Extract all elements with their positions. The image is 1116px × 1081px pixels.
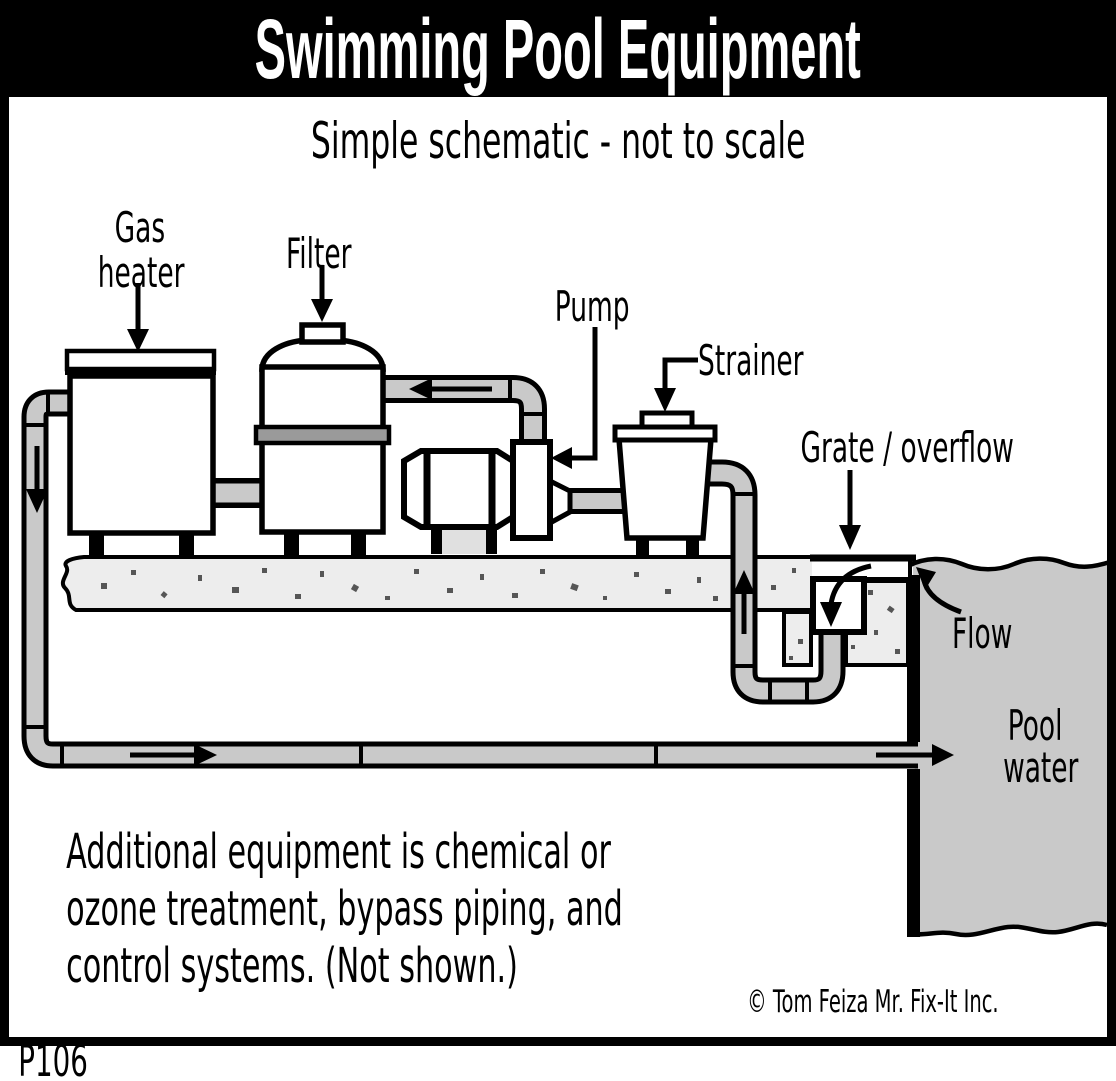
arrow-outlet-to-pool xyxy=(932,744,954,766)
arrow-skimmer-curve xyxy=(828,563,872,605)
pool-wall-lower xyxy=(907,769,920,937)
deck-slab xyxy=(60,555,912,667)
leader-pump xyxy=(551,447,572,469)
label-gas-heater-line2: heater xyxy=(98,249,185,298)
filter-cap xyxy=(299,322,346,345)
pool-water-fill xyxy=(913,558,1107,936)
heater-body xyxy=(67,373,216,536)
leader-grate xyxy=(839,525,861,550)
page-title-text: Swimming Pool Equipment xyxy=(255,3,861,97)
label-strainer: Strainer xyxy=(698,337,804,386)
subtitle: Simple schematic - not to scale xyxy=(311,111,806,170)
frame-left xyxy=(0,97,9,1046)
leader-filter xyxy=(311,299,333,322)
arrow-riser-up xyxy=(733,570,755,594)
pump-leg xyxy=(431,527,442,554)
label-filter: Filter xyxy=(286,230,352,279)
strainer-leg xyxy=(686,538,699,559)
copyright: © Tom Feiza Mr. Fix-It Inc. xyxy=(747,984,998,1020)
arrow-left-pipe-down xyxy=(26,489,48,513)
heater-leg xyxy=(89,533,104,559)
pump-leg xyxy=(486,527,497,554)
pump-motor xyxy=(401,448,516,530)
pool-water xyxy=(906,556,1111,938)
deck-main xyxy=(60,555,912,612)
label-pool-water-line2: water xyxy=(1003,744,1079,793)
heater-lid-bar xyxy=(65,368,216,375)
title-band xyxy=(0,0,1116,97)
filter-body xyxy=(259,364,386,535)
label-pool-water-line1: Pool xyxy=(1008,702,1063,751)
heater-lid xyxy=(64,348,217,372)
frame-bottom xyxy=(0,1037,1116,1046)
note-line-3: control systems. (Not shown.) xyxy=(66,939,518,994)
drawing-frame xyxy=(0,97,1116,1046)
label-grate-overflow: Grate / overflow xyxy=(800,424,1013,473)
filter-tank xyxy=(253,322,392,558)
strainer-leg xyxy=(636,538,649,559)
pump-base xyxy=(433,527,495,554)
frame-right xyxy=(1107,97,1116,1046)
deck-speckles xyxy=(101,568,900,660)
strainer-unit xyxy=(612,410,718,559)
label-flow: Flow xyxy=(952,610,1012,659)
water-bottom-edge xyxy=(909,921,1108,938)
label-gas-heater-line1: Gas xyxy=(115,204,165,253)
leader-strainer xyxy=(654,388,676,412)
arrow-bottom-pipe-right xyxy=(194,744,217,766)
gas-heater xyxy=(64,348,217,559)
strainer-body xyxy=(616,436,714,541)
piping xyxy=(21,375,918,769)
filter-leg xyxy=(351,532,366,558)
pump-housing xyxy=(510,439,553,541)
pool-wall-upper xyxy=(907,575,920,742)
pump-unit xyxy=(401,439,573,554)
heater-leg xyxy=(179,533,194,559)
note-line-1: Additional equipment is chemical or xyxy=(66,825,611,880)
filter-leg xyxy=(284,532,299,558)
arrow-top-pipe-left xyxy=(409,378,432,400)
deck-block-small xyxy=(782,610,813,667)
figure-code: P106 xyxy=(18,1035,88,1081)
strainer-lid xyxy=(612,424,718,443)
label-arrows xyxy=(127,265,861,550)
page-title: Swimming Pool Equipment xyxy=(255,3,861,97)
note-line-2: ozone treatment, bypass piping, and xyxy=(66,882,623,937)
label-pump: Pump xyxy=(555,283,630,332)
diagram-texts: Simple schematic - not to scale Gas heat… xyxy=(18,111,1079,1081)
flow-arrows xyxy=(26,378,962,766)
filter-clamp-band xyxy=(253,424,392,446)
leader-gas-heater xyxy=(127,329,149,352)
water-surface-line xyxy=(906,556,1111,572)
